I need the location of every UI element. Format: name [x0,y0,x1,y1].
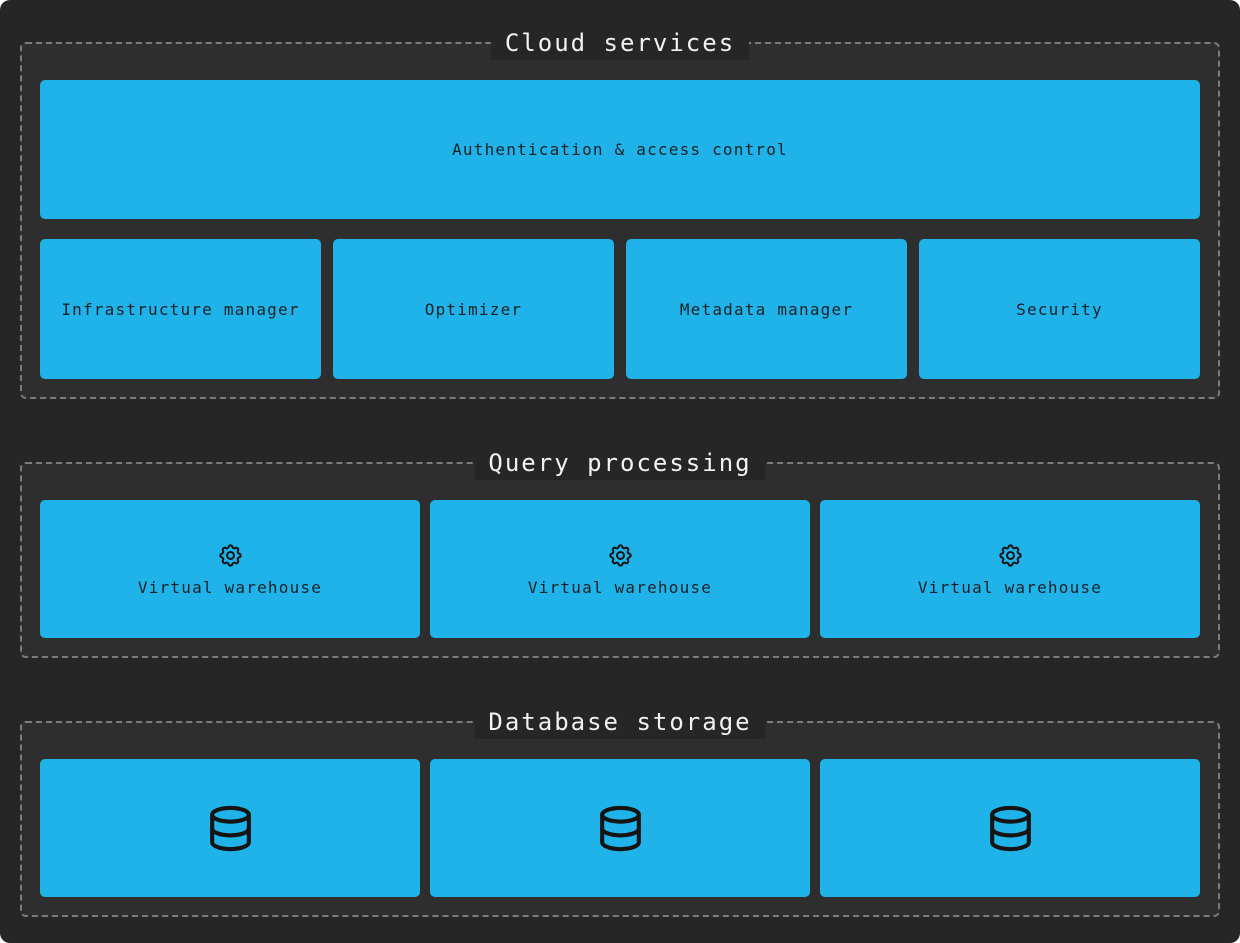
database-storage-row [40,759,1200,897]
gear-icon [217,542,244,569]
database-box [40,759,420,897]
section-database-storage: Database storage [20,705,1220,917]
database-icon [593,801,648,856]
box-label: Security [1016,299,1103,319]
gear-icon [997,542,1024,569]
box-label: Virtual warehouse [527,577,713,597]
box-label: Authentication & access control [452,140,788,159]
box-label: Metadata manager [679,299,854,319]
box-label: Virtual warehouse [917,577,1103,597]
section-title-query-processing: Query processing [474,446,766,480]
box-label: Virtual warehouse [137,577,323,597]
query-processing-row: Virtual warehouse Virtual warehouse [40,500,1200,638]
database-icon [203,801,258,856]
section-cloud-services: Cloud services Authentication & access c… [20,26,1220,399]
virtual-warehouse-box: Virtual warehouse [430,500,810,638]
infrastructure-manager-box: Infrastructure manager [40,239,321,379]
section-title-database-storage: Database storage [474,705,766,739]
gear-icon [607,542,634,569]
database-icon [983,801,1038,856]
section-title-cloud-services: Cloud services [490,26,750,60]
database-box [820,759,1200,897]
optimizer-box: Optimizer [333,239,614,379]
database-box [430,759,810,897]
virtual-warehouse-box: Virtual warehouse [40,500,420,638]
cloud-services-row: Infrastructure manager Optimizer Metadat… [40,239,1200,379]
section-query-processing: Query processing Virtual warehouse [20,446,1220,658]
security-box: Security [919,239,1200,379]
authentication-access-control-box: Authentication & access control [40,80,1200,219]
box-label: Infrastructure manager [61,299,300,319]
virtual-warehouse-box: Virtual warehouse [820,500,1200,638]
metadata-manager-box: Metadata manager [626,239,907,379]
box-label: Optimizer [424,299,523,319]
